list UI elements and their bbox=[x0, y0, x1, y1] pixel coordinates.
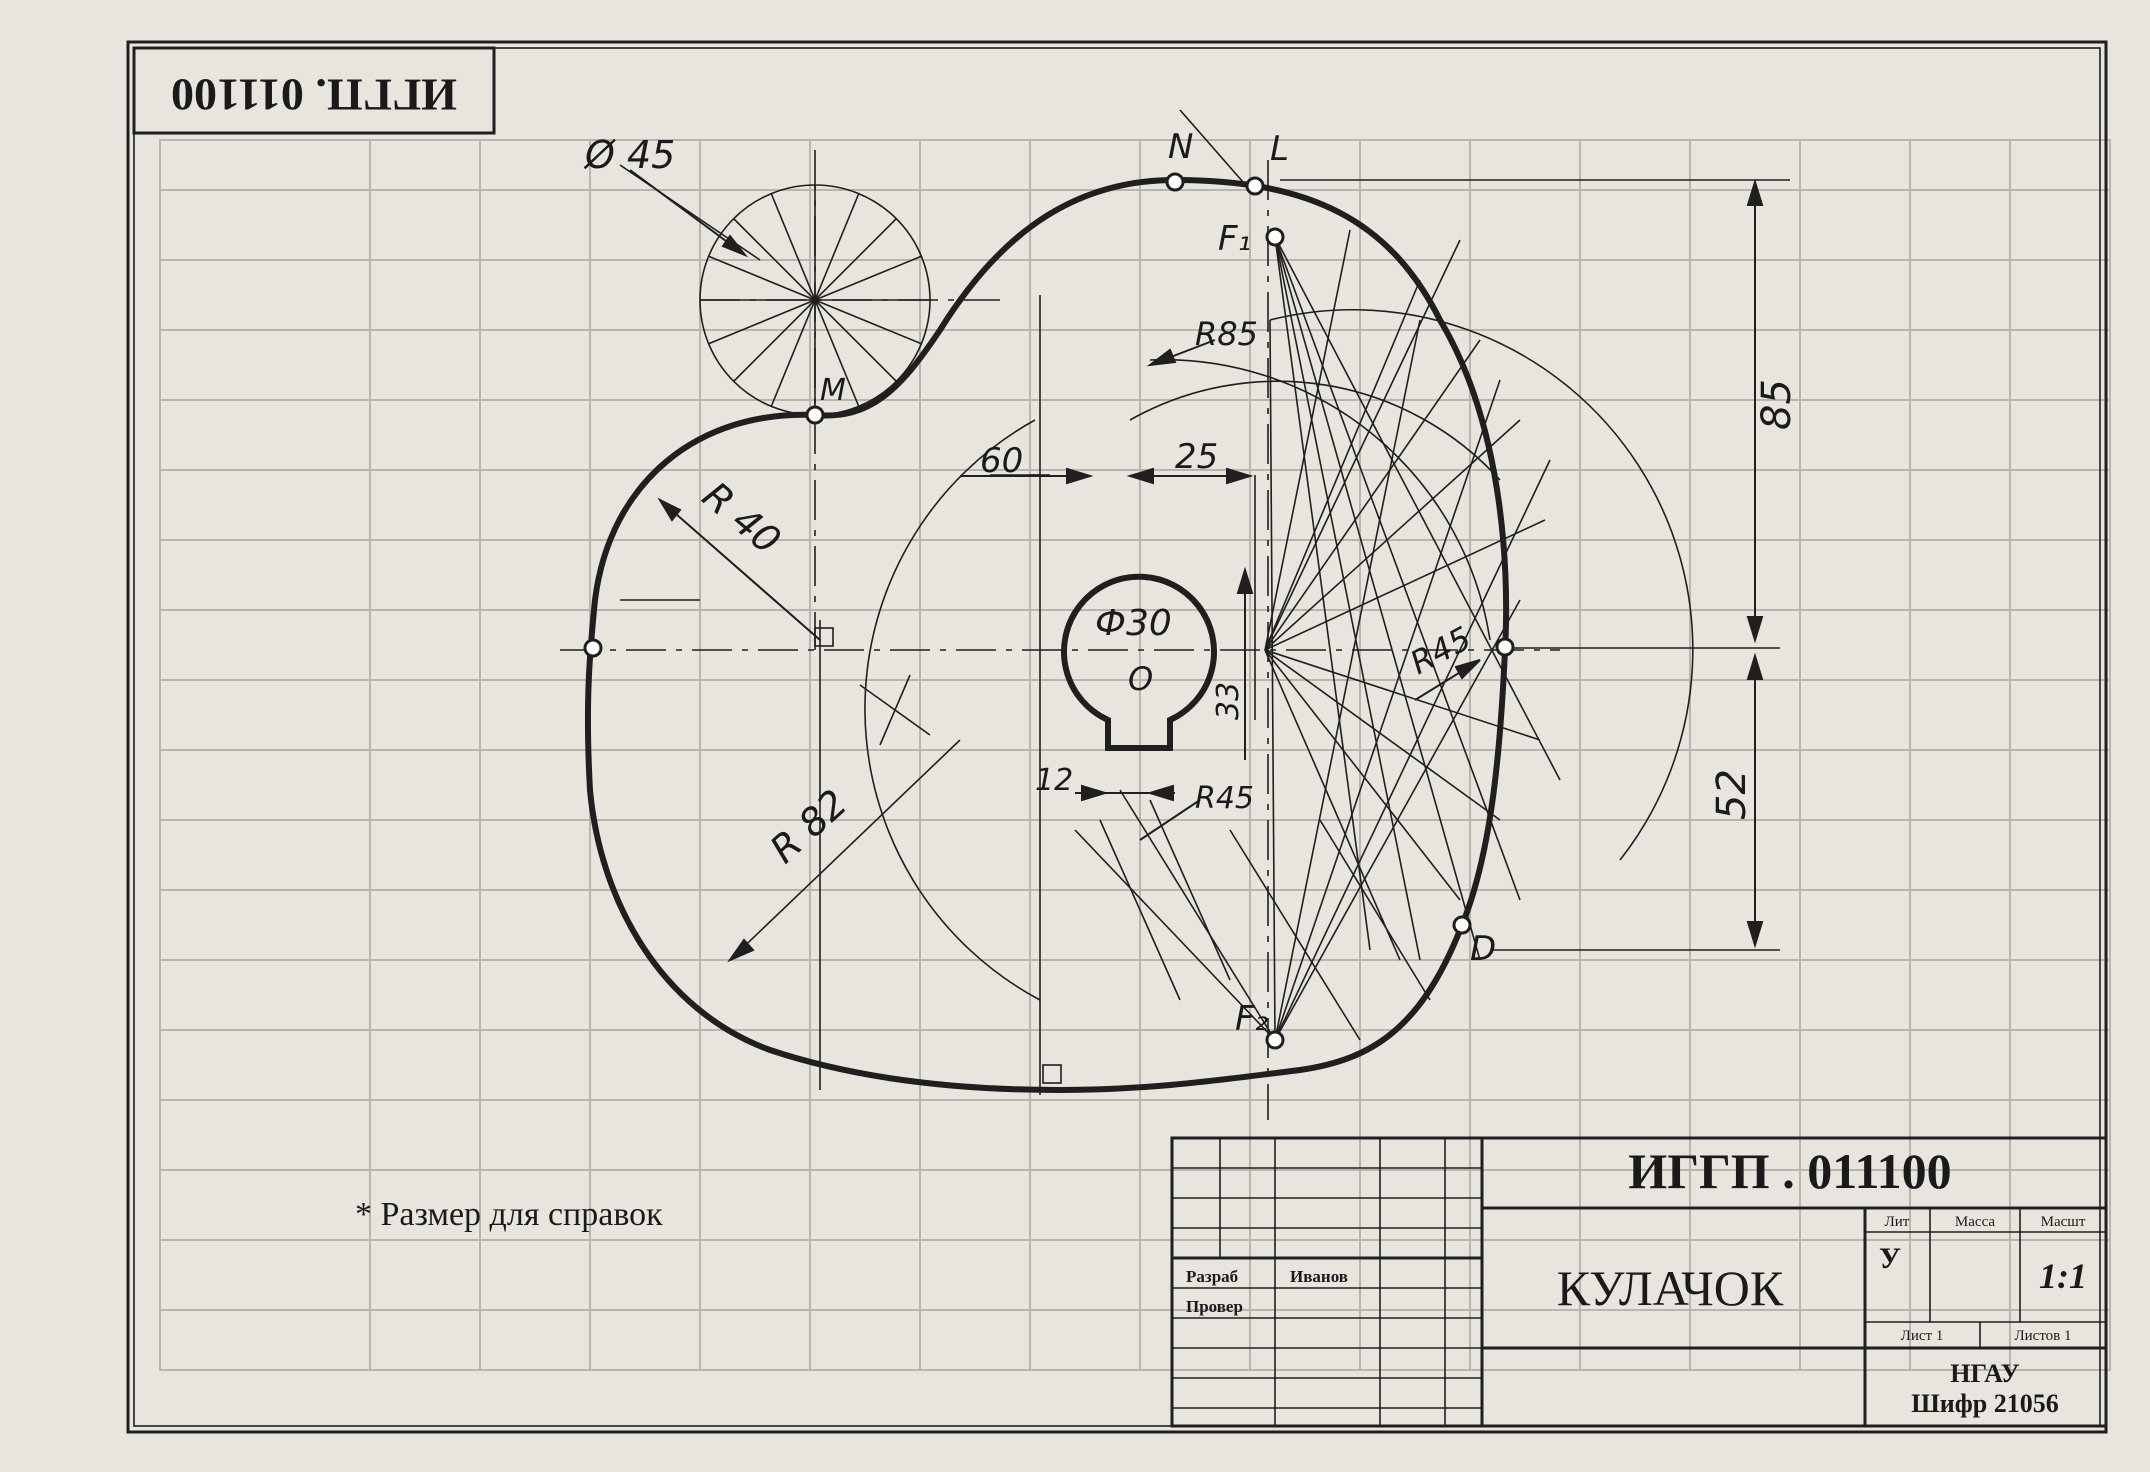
point-labels: N L F₁ M D F₂ O bbox=[820, 127, 1496, 1039]
dim-r85: R85 bbox=[1195, 315, 1258, 353]
label-F1: F₁ bbox=[1218, 219, 1251, 259]
label-M: M bbox=[820, 373, 846, 408]
dimension-arrows bbox=[629, 169, 1764, 963]
lit-value: У bbox=[1879, 1242, 1901, 1275]
drawing-frame bbox=[126, 40, 2108, 1434]
dim-d30: Ф30 bbox=[1095, 603, 1172, 644]
label-L: L bbox=[1270, 129, 1289, 169]
code-rotated: ИГГП. 011100 bbox=[171, 69, 457, 120]
rotated-code-box: ИГГП. 011100 bbox=[132, 46, 496, 135]
show-through-table bbox=[159, 139, 2111, 1371]
mass-label: Масса bbox=[1955, 1214, 1995, 1230]
sheet-number: Лист 1 bbox=[1901, 1328, 1944, 1344]
right-angle-markers bbox=[814, 627, 1062, 1084]
checker-role: Провер bbox=[1186, 1297, 1243, 1316]
drawing-frame-inner bbox=[133, 47, 2101, 1427]
scale-label: Масшт bbox=[2041, 1214, 2086, 1230]
reference-note: * Размер для справок bbox=[355, 1196, 663, 1233]
title-block: ИГГП . 011100 КУЛАЧОК Лит Масса Масшт У … bbox=[1170, 1136, 2108, 1428]
part-title: КУЛАЧОК bbox=[1557, 1260, 1784, 1316]
dim-r45-bottom: R45 bbox=[1195, 781, 1254, 816]
developer-role: Разраб bbox=[1186, 1267, 1238, 1286]
profile-points bbox=[583, 172, 1515, 1050]
dim-52: 52 bbox=[1709, 769, 1755, 820]
dim-85: 85 bbox=[1754, 379, 1800, 430]
scale-value: 1:1 bbox=[2039, 1256, 2087, 1296]
dim-25: 25 bbox=[1175, 437, 1218, 477]
title-block-code: ИГГП . 011100 bbox=[1628, 1143, 1951, 1199]
dim-33: 33 bbox=[1211, 682, 1246, 720]
dim-60: 60 bbox=[980, 441, 1023, 481]
dim-12: 12 bbox=[1035, 763, 1073, 798]
construction-lines bbox=[560, 109, 1790, 1120]
label-F2: F₂ bbox=[1235, 999, 1269, 1039]
dim-d45: Ø 45 bbox=[583, 133, 675, 177]
lit-label: Лит bbox=[1885, 1214, 1910, 1230]
label-O: O bbox=[1128, 660, 1153, 698]
label-D: D bbox=[1470, 929, 1496, 969]
organization: НГАУ bbox=[1950, 1359, 2020, 1388]
cipher: Шифр 21056 bbox=[1911, 1389, 2058, 1418]
label-N: N bbox=[1168, 127, 1193, 167]
developer-name: Иванов bbox=[1290, 1267, 1348, 1286]
sheet-count: Листов 1 bbox=[2014, 1328, 2071, 1344]
keyed-bore bbox=[1061, 573, 1217, 751]
